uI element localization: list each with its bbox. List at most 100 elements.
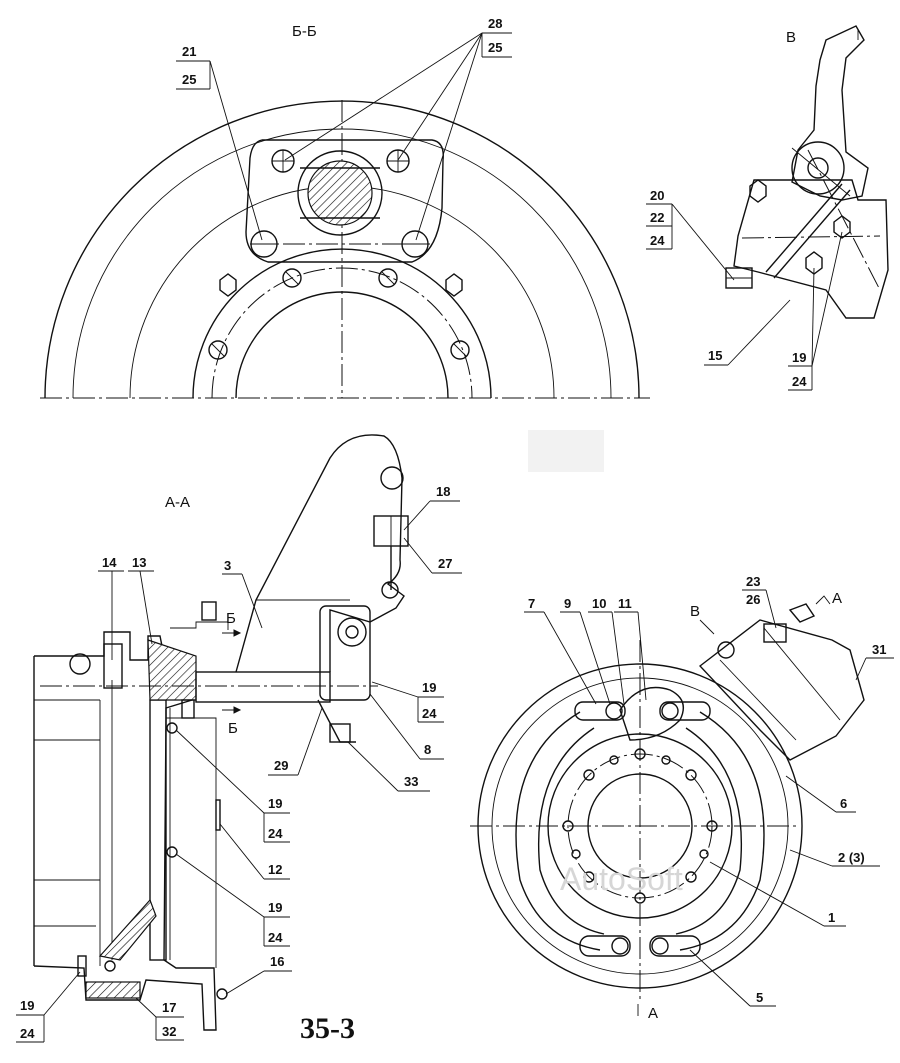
callout-20-22-24: 20 22 24	[646, 188, 735, 281]
svg-text:13: 13	[132, 555, 146, 570]
svg-text:15: 15	[708, 348, 722, 363]
housing-web	[98, 898, 157, 961]
svg-text:3: 3	[224, 558, 231, 573]
svg-text:19: 19	[268, 900, 282, 915]
bracket-body	[733, 179, 889, 319]
svg-text:19: 19	[20, 998, 34, 1013]
callout-21-25: 21 25	[176, 44, 263, 241]
svg-text:8: 8	[424, 742, 431, 757]
svg-text:26: 26	[746, 592, 760, 607]
svg-text:12: 12	[268, 862, 282, 877]
callout-27: 27	[403, 537, 462, 574]
svg-text:2 (3): 2 (3)	[838, 850, 865, 865]
slack-adjuster-lever	[791, 25, 869, 201]
svg-text:23: 23	[746, 574, 760, 589]
pin-section	[85, 981, 141, 999]
callout-10: 10	[588, 596, 625, 705]
svg-text:24: 24	[650, 233, 665, 248]
svg-text:В: В	[690, 603, 700, 620]
section-aa-markers: А А В	[637, 590, 842, 1022]
svg-text:Б: Б	[228, 720, 238, 737]
callout-7: 7	[524, 596, 597, 705]
brake-chamber	[698, 619, 865, 761]
view-aa: А-А	[16, 434, 462, 1043]
svg-text:28: 28	[488, 16, 502, 31]
anchor-plate	[245, 139, 444, 263]
view-v: В 20 22 24 15	[646, 25, 889, 391]
callout-3: 3	[222, 558, 263, 629]
svg-text:6: 6	[840, 796, 847, 811]
callout-29: 29	[268, 707, 323, 776]
svg-text:19: 19	[268, 796, 282, 811]
callout-5: 5	[689, 949, 776, 1007]
support-bracket	[235, 434, 405, 673]
svg-text:5: 5	[756, 990, 763, 1005]
svg-text:Б: Б	[226, 610, 236, 627]
callout-28-25: 28 25	[284, 16, 512, 241]
camshaft-bushing	[297, 150, 383, 236]
svg-text:27: 27	[438, 556, 452, 571]
callout-15: 15	[704, 299, 791, 366]
svg-text:19: 19	[422, 680, 436, 695]
section-bb-markers: Б Б	[170, 601, 242, 737]
watermark: AutoSoft	[560, 861, 683, 897]
callout-12: 12	[219, 823, 290, 880]
brake-shoe-left	[515, 711, 601, 951]
callout-13: 13	[128, 555, 154, 645]
svg-text:24: 24	[422, 706, 437, 721]
camshaft-section	[307, 160, 373, 226]
callout-2-3: 2 (3)	[789, 849, 880, 867]
svg-text:25: 25	[488, 40, 502, 55]
callout-19-24-v: 19 24	[788, 231, 843, 391]
slack-adjuster	[319, 605, 371, 701]
svg-text:9: 9	[564, 596, 571, 611]
callout-6: 6	[785, 775, 856, 813]
lever-hub	[791, 141, 845, 195]
svg-text:22: 22	[650, 210, 664, 225]
svg-text:33: 33	[404, 774, 418, 789]
callout-19-24-a: 19 24	[371, 680, 444, 723]
bushing-section	[147, 639, 197, 701]
callout-1: 1	[709, 861, 846, 927]
svg-text:14: 14	[102, 555, 117, 570]
brake-shoe-right	[679, 711, 765, 951]
svg-text:24: 24	[20, 1026, 35, 1041]
callout-9: 9	[560, 596, 611, 705]
svg-text:24: 24	[268, 930, 283, 945]
svg-text:10: 10	[592, 596, 606, 611]
callout-18: 18	[403, 484, 460, 531]
s-cam	[619, 686, 684, 741]
callout-16: 16	[225, 954, 292, 995]
callout-31: 31	[855, 642, 894, 681]
callout-23-26: 23 26	[742, 574, 777, 629]
svg-text:18: 18	[436, 484, 450, 499]
front-view: А А В 23 26 7 9 10 11 31 6 2 (3) 1 5 Aut…	[470, 574, 894, 1022]
svg-text:24: 24	[792, 374, 807, 389]
callout-19-24-b: 19 24	[175, 729, 290, 843]
housing-bolts	[69, 643, 228, 1000]
view-v-title: В	[786, 29, 796, 46]
camshaft-body	[195, 671, 331, 703]
svg-text:25: 25	[182, 72, 196, 87]
callout-19-24-d: 19 24	[16, 971, 81, 1043]
view-bb-title: Б-Б	[292, 23, 317, 40]
svg-text:21: 21	[182, 44, 196, 59]
callout-11: 11	[614, 596, 647, 701]
svg-text:32: 32	[162, 1024, 176, 1039]
svg-text:24: 24	[268, 826, 283, 841]
callout-33: 33	[347, 741, 430, 792]
svg-text:11: 11	[618, 596, 632, 611]
svg-text:16: 16	[270, 954, 284, 969]
svg-text:А: А	[648, 1005, 658, 1022]
svg-text:29: 29	[274, 758, 288, 773]
svg-text:20: 20	[650, 188, 664, 203]
view-bb: Б-Б	[40, 16, 650, 399]
callout-19-24-c: 19 24	[175, 853, 290, 947]
hub-nuts	[208, 268, 470, 360]
svg-text:1: 1	[828, 910, 835, 925]
svg-text:19: 19	[792, 350, 806, 365]
callout-8: 8	[369, 693, 444, 760]
callout-17-32: 17 32	[135, 997, 184, 1041]
view-aa-title: А-А	[165, 494, 190, 511]
